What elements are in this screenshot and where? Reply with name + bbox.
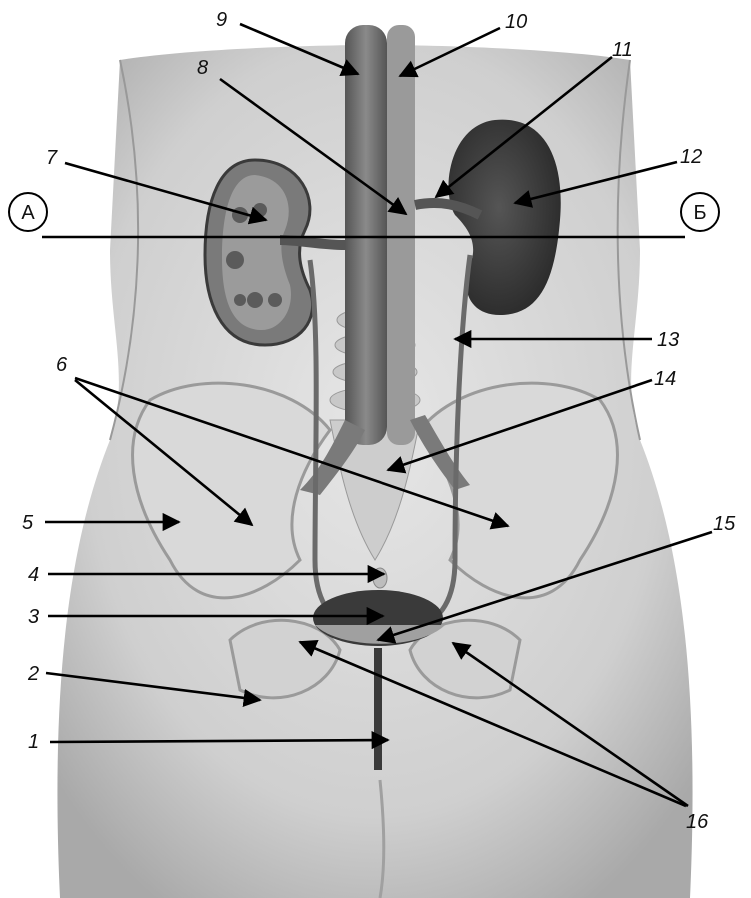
label-9: 9 (216, 9, 227, 31)
label-16: 16 (686, 811, 709, 833)
label-4: 4 (28, 564, 39, 586)
label-13: 13 (657, 329, 679, 351)
label-15: 15 (713, 513, 736, 535)
label-1: 1 (28, 731, 39, 753)
label-11: 11 (612, 39, 633, 61)
section-marker-right: Б (681, 193, 719, 231)
label-8: 8 (197, 57, 208, 79)
label-5: 5 (22, 512, 34, 534)
label-6: 6 (56, 354, 68, 376)
label-3: 3 (28, 606, 39, 628)
section-marker-left: А (9, 193, 47, 231)
label-10: 10 (505, 11, 527, 33)
label-14: 14 (654, 368, 676, 390)
svg-text:Б: Б (693, 202, 706, 224)
label-7: 7 (46, 147, 58, 169)
svg-text:А: А (21, 202, 35, 224)
label-12: 12 (680, 146, 702, 168)
label-2: 2 (27, 663, 39, 685)
